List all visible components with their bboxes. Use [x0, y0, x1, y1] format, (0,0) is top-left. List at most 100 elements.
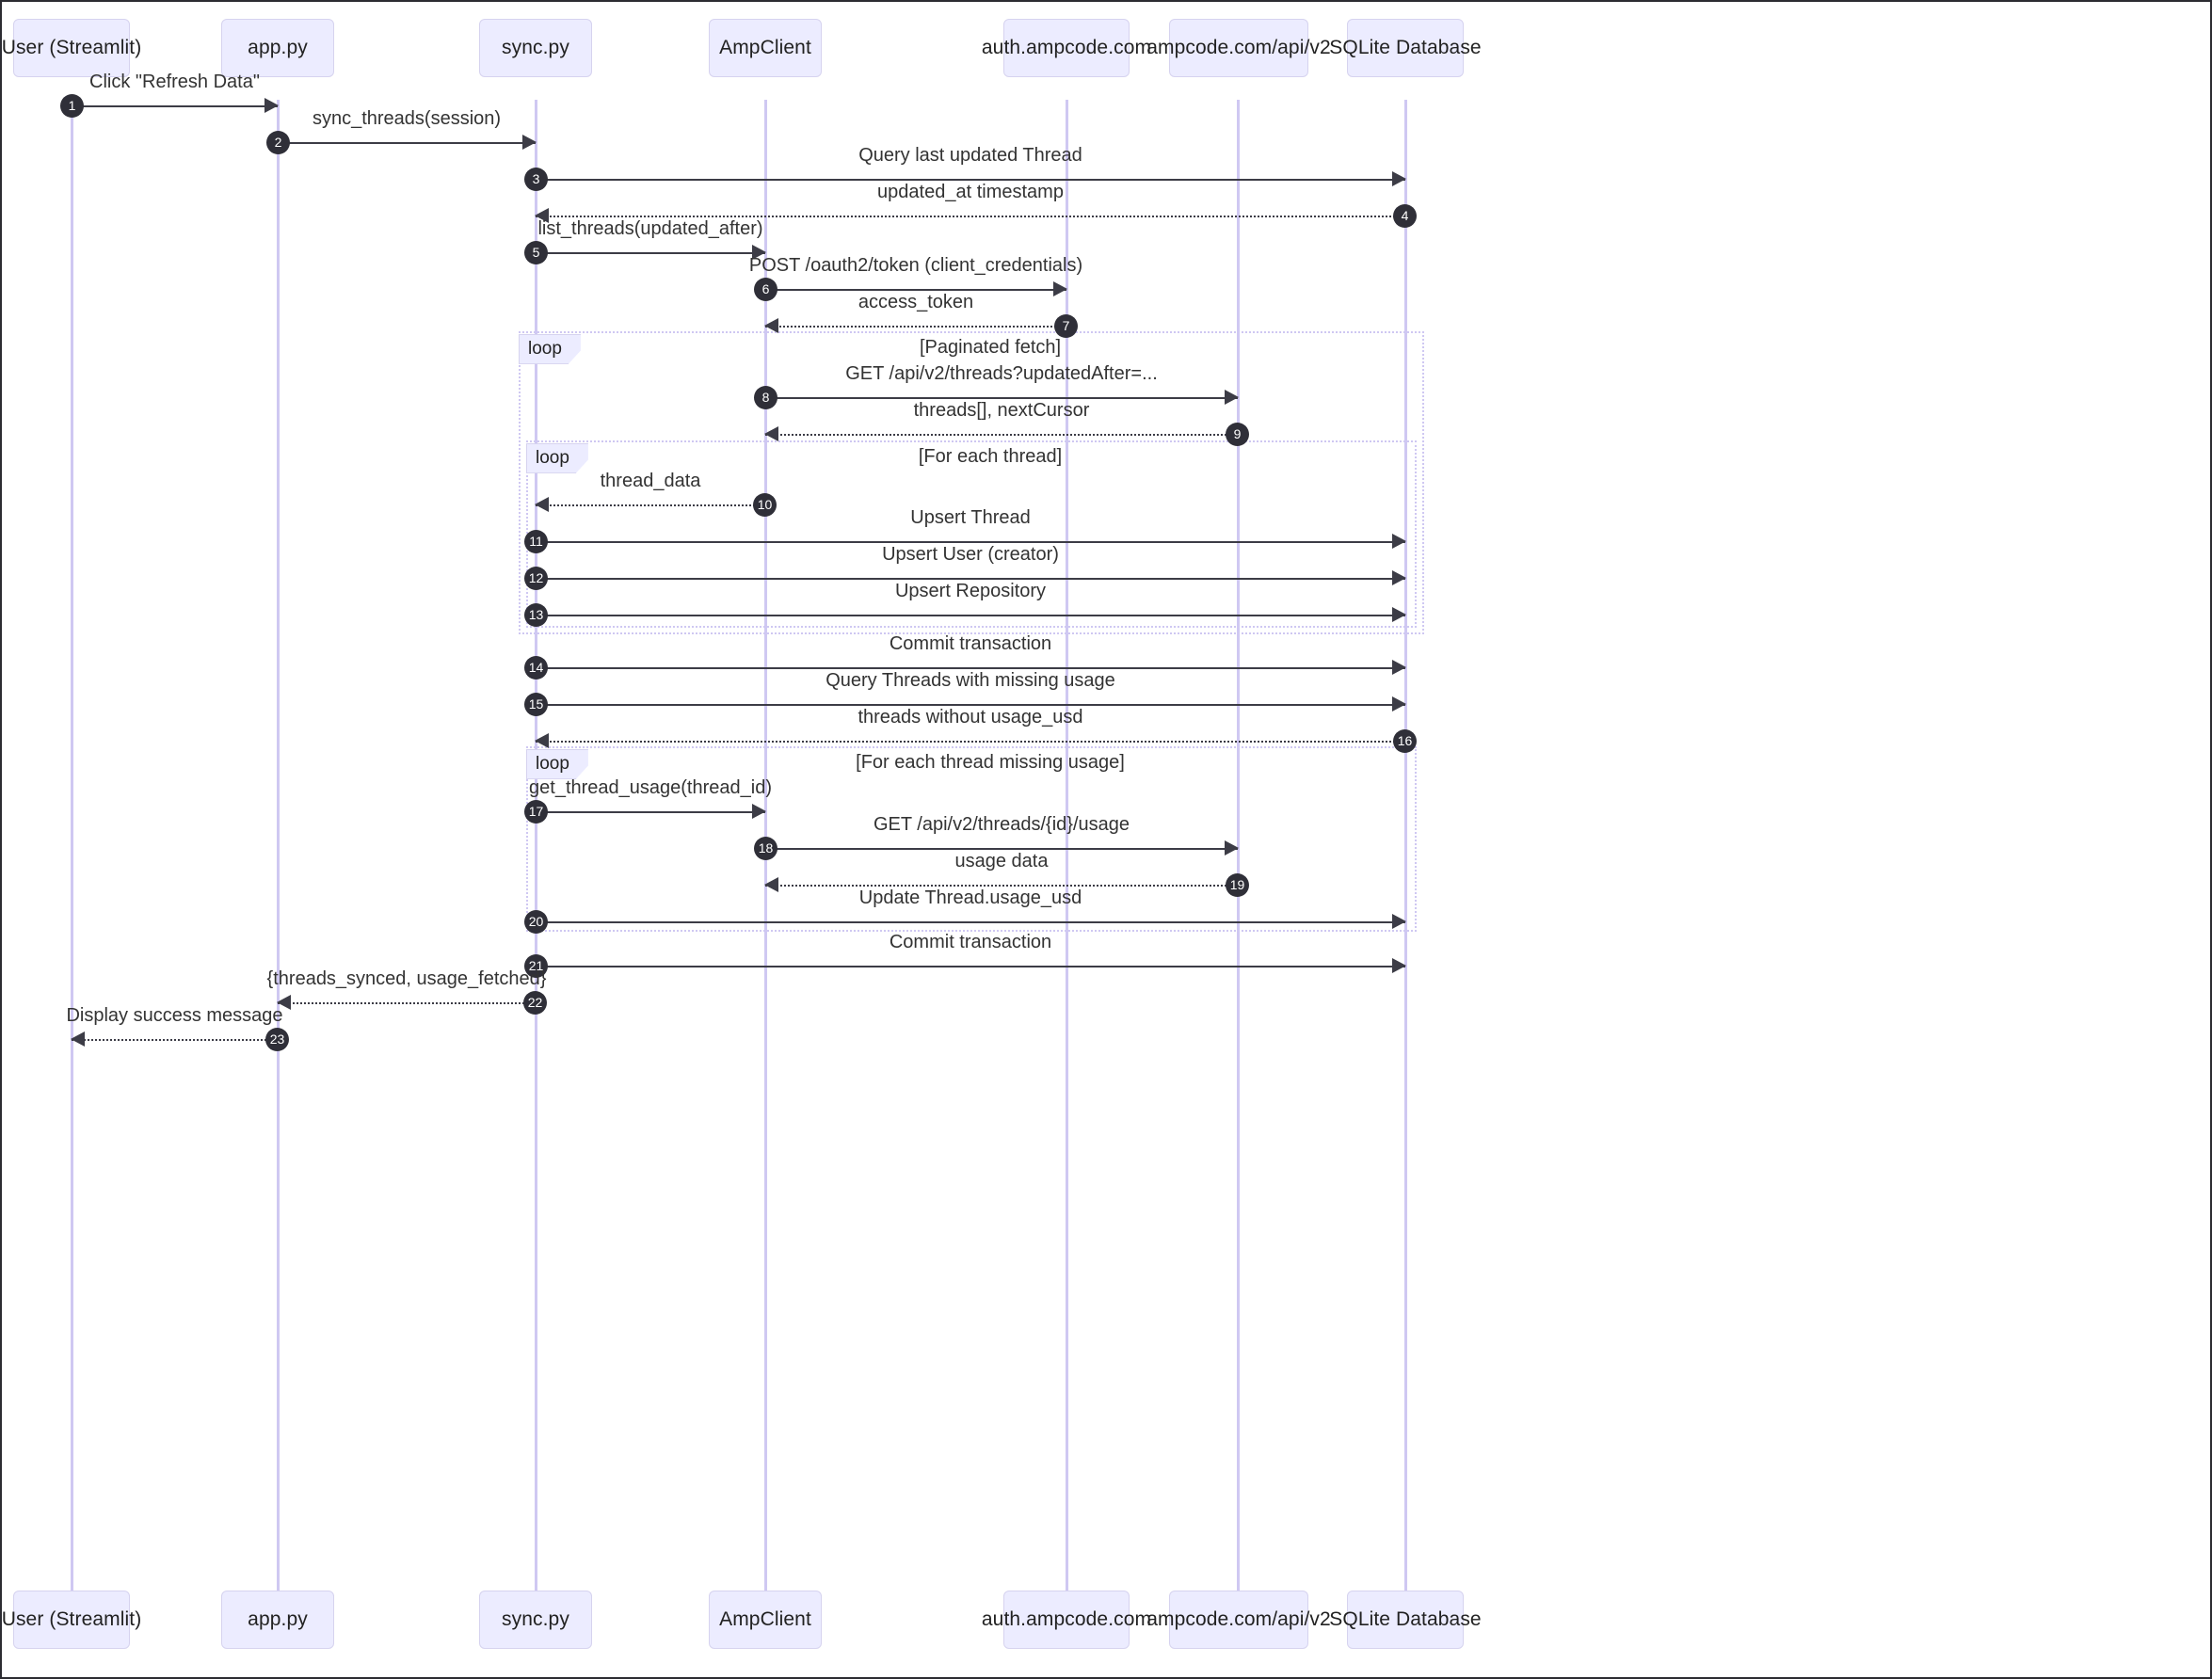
message-line-icon	[536, 252, 765, 254]
message-label: access_token	[858, 292, 974, 312]
message-label: Upsert User (creator)	[882, 544, 1059, 565]
participant-user-bottom[interactable]: User (Streamlit)	[2, 1591, 141, 1649]
participant-api-bottom[interactable]: ampcode.com/api/v2	[1146, 1591, 1331, 1649]
participant-label: auth.ampcode.com	[981, 37, 1152, 58]
message-number-badge: 9	[1226, 422, 1249, 446]
participant-amp-top[interactable]: AmpClient	[709, 19, 822, 77]
arrow-head-icon	[535, 497, 549, 512]
participant-db-top[interactable]: SQLite Database	[1329, 19, 1482, 77]
lifeline-sync	[534, 100, 537, 1591]
arrow-head-icon	[1392, 171, 1406, 186]
message-number-badge: 6	[754, 277, 777, 301]
message-line-icon	[536, 179, 1405, 181]
message-number-badge: 13	[524, 602, 548, 627]
message-label: updated_at timestamp	[877, 182, 1064, 202]
frag-paginated-keyword: loop	[519, 334, 581, 364]
message-line-icon	[536, 615, 1405, 616]
arrow-head-icon	[1392, 696, 1406, 712]
participant-auth-top[interactable]: auth.ampcode.com	[982, 19, 1151, 77]
arrow-head-icon	[1225, 840, 1239, 855]
participant-label: User (Streamlit)	[1, 1608, 142, 1630]
message-label: usage data	[954, 851, 1049, 871]
participant-label: User (Streamlit)	[1, 37, 142, 58]
message-label: Commit transaction	[889, 932, 1052, 952]
message-line-icon	[765, 848, 1238, 850]
message-line-icon	[536, 578, 1405, 580]
arrow-head-icon	[1392, 958, 1406, 973]
message-number-badge: 10	[753, 492, 777, 517]
participant-label: SQLite Database	[1329, 1608, 1482, 1630]
participant-sync-top[interactable]: sync.py	[479, 19, 592, 77]
participant-label: sync.py	[502, 1608, 569, 1630]
message-label: GET /api/v2/threads?updatedAfter=...	[845, 363, 1158, 384]
participant-label: AmpClient	[719, 1608, 811, 1630]
message-line-icon	[765, 397, 1238, 399]
message-line-icon	[536, 667, 1405, 669]
frag-each-usage-condition: [For each thread missing usage]	[856, 752, 1125, 773]
message-line-icon	[765, 289, 1066, 291]
frag-each-thread-condition: [For each thread]	[918, 446, 1063, 467]
message-line-icon	[765, 326, 1066, 328]
message-number-badge: 5	[524, 240, 548, 264]
message-line-icon	[536, 966, 1405, 967]
message-label: threads[], nextCursor	[913, 400, 1090, 421]
message-number-badge: 1	[60, 93, 84, 118]
message-number-badge: 20	[524, 909, 548, 934]
arrow-head-icon	[71, 1031, 85, 1047]
message-number-badge: 2	[266, 130, 290, 154]
message-label: thread_data	[600, 471, 701, 491]
message-line-icon	[278, 142, 536, 144]
message-label: list_threads(updated_after)	[537, 218, 763, 239]
message-label: Query last updated Thread	[858, 145, 1082, 166]
arrow-head-icon	[752, 804, 766, 819]
message-label: threads without usage_usd	[858, 707, 1083, 728]
participant-api-top[interactable]: ampcode.com/api/v2	[1146, 19, 1331, 77]
frag-paginated	[519, 331, 1424, 634]
participant-label: ampcode.com/api/v2	[1146, 37, 1331, 58]
message-number-badge: 4	[1393, 203, 1417, 228]
message-label: Click "Refresh Data"	[89, 72, 260, 92]
arrow-head-icon	[535, 208, 549, 223]
participant-user-top[interactable]: User (Streamlit)	[2, 19, 141, 77]
participant-db-bottom[interactable]: SQLite Database	[1329, 1591, 1482, 1649]
participant-amp-bottom[interactable]: AmpClient	[709, 1591, 822, 1649]
message-line-icon	[536, 704, 1405, 706]
message-number-badge: 15	[524, 692, 548, 716]
message-line-icon	[536, 741, 1405, 743]
lifeline-auth	[1065, 100, 1068, 1591]
message-line-icon	[536, 504, 765, 506]
message-label: GET /api/v2/threads/{id}/usage	[873, 814, 1130, 835]
message-line-icon	[765, 434, 1238, 436]
participant-label: ampcode.com/api/v2	[1146, 1608, 1331, 1630]
participant-sync-bottom[interactable]: sync.py	[479, 1591, 592, 1649]
message-number-badge: 23	[265, 1027, 289, 1051]
participant-label: app.py	[248, 1608, 308, 1630]
message-line-icon	[765, 885, 1238, 887]
frag-each-usage	[526, 746, 1417, 932]
participant-label: AmpClient	[719, 37, 811, 58]
arrow-head-icon	[764, 318, 778, 333]
participant-label: auth.ampcode.com	[981, 1608, 1152, 1630]
message-label: Update Thread.usage_usd	[858, 887, 1082, 908]
participant-label: SQLite Database	[1329, 37, 1482, 58]
arrow-head-icon	[264, 98, 279, 113]
participant-label: app.py	[248, 37, 308, 58]
message-line-icon	[536, 921, 1405, 923]
arrow-head-icon	[1392, 534, 1406, 549]
participant-auth-bottom[interactable]: auth.ampcode.com	[982, 1591, 1151, 1649]
message-label: {threads_synced, usage_fetched}	[266, 968, 547, 989]
message-label: POST /oauth2/token (client_credentials)	[748, 255, 1083, 276]
arrow-head-icon	[1392, 660, 1406, 675]
participant-app-top[interactable]: app.py	[221, 19, 334, 77]
arrow-head-icon	[1392, 607, 1406, 622]
message-number-badge: 12	[524, 566, 548, 590]
lifeline-app	[276, 100, 280, 1591]
arrow-head-icon	[764, 877, 778, 892]
participant-app-bottom[interactable]: app.py	[221, 1591, 334, 1649]
arrow-head-icon	[1053, 281, 1067, 296]
participant-label: sync.py	[502, 37, 569, 58]
message-number-badge: 22	[523, 990, 547, 1015]
message-line-icon	[72, 1039, 278, 1041]
message-line-icon	[72, 105, 278, 107]
message-label: get_thread_usage(thread_id)	[529, 777, 772, 798]
